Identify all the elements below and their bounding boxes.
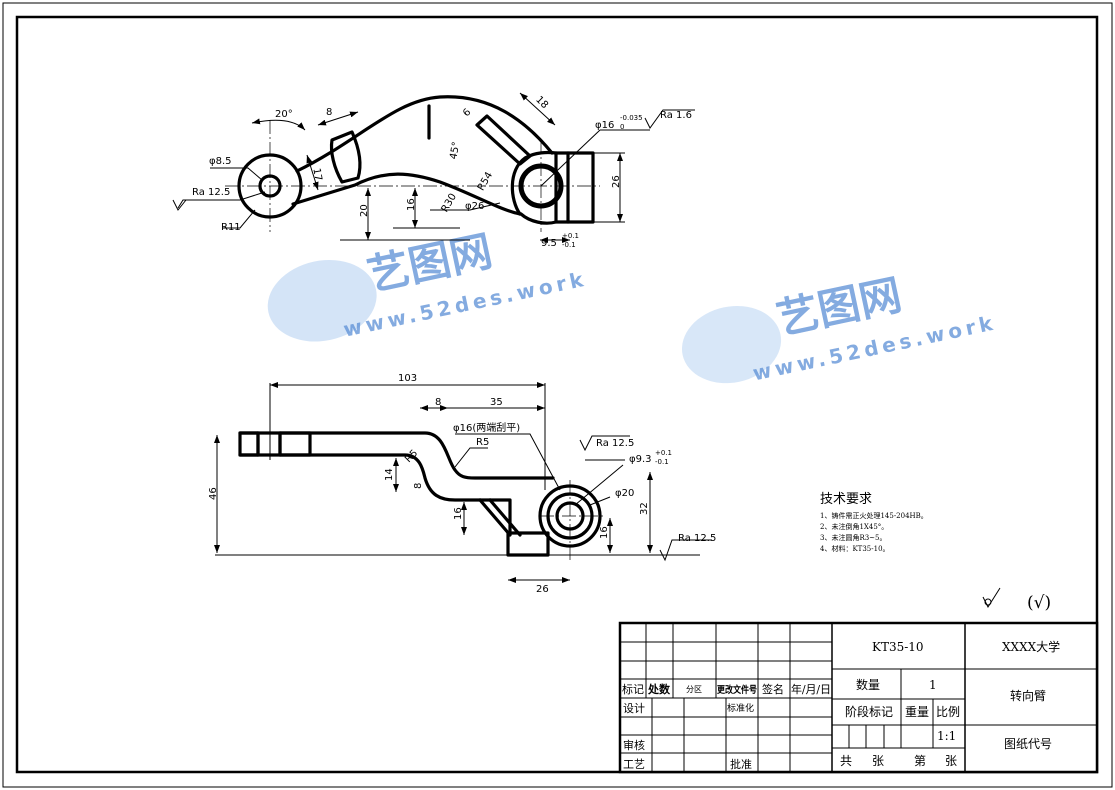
arm-section: [329, 130, 362, 184]
header-zone: 分区: [686, 685, 702, 694]
left-hole: [258, 174, 282, 198]
sheet-label: 张: [945, 754, 957, 768]
dim-20: 20: [359, 204, 370, 217]
header-date: 年/月/日: [791, 682, 831, 696]
dim-26: 26: [611, 175, 622, 188]
tech-item: 4、材料：KT35-10。: [820, 544, 890, 553]
front-view: 103 8 35 φ16(两端刮平) R5 R5 14 8 46 16 Ra 1…: [208, 373, 716, 595]
scale-label: 比例: [936, 705, 960, 719]
dim-angle: 20°: [275, 109, 293, 120]
sheet-label: 张: [872, 754, 884, 768]
dim-14: 14: [384, 468, 395, 481]
header-signature: 签名: [762, 682, 784, 696]
tolerance-lower: 0: [620, 123, 624, 131]
dim-16-b: 16: [599, 526, 610, 539]
tolerance-upper: -0.035: [620, 114, 643, 122]
dim-d8-5: φ8.5: [209, 156, 232, 167]
total-sheets-label: 共: [840, 754, 852, 768]
dim-8-b: 8: [413, 483, 424, 489]
header-count: 处数: [647, 682, 671, 696]
dim-16: 16: [453, 507, 464, 520]
tolerance-upper: +0.1: [562, 232, 579, 240]
dim-d20: φ20: [615, 488, 634, 499]
tech-title: 技术要求: [820, 492, 872, 507]
header-change-doc: 更改文件号: [717, 684, 757, 696]
tech-item: 2、未注倒角1X45°。: [820, 522, 888, 531]
tech-item: 1、铸件需正火处理145-204HB。: [820, 511, 928, 520]
title-block: 标记 处数 分区 更改文件号 签名 年/月/日 设计 标准化 审核 工艺 批准 …: [618, 621, 1099, 774]
drawing-frame: [15, 15, 1099, 774]
dim-d16: φ16: [595, 120, 614, 131]
technical-requirements: 技术要求 1、铸件需正火处理145-204HB。 2、未注倒角1X45°。 3、…: [820, 492, 928, 553]
arm-lower-edge: [291, 172, 522, 216]
dim-16: 16: [406, 198, 417, 211]
scale-value: 1:1: [937, 729, 956, 743]
general-surface-symbol: (√): [982, 587, 1051, 613]
roughness-label: Ra 12.5: [192, 187, 230, 198]
dim-8: 8: [326, 107, 332, 118]
label-design: 设计: [623, 702, 645, 715]
quantity-label: 数量: [856, 677, 880, 692]
stage-label: 阶段标记: [845, 704, 893, 719]
watermark: 艺图网 www.52des.work: [267, 226, 589, 342]
dim-26: 26: [536, 584, 549, 595]
dim-32: 32: [639, 502, 650, 515]
top-view: 20° 8 φ8.5 Ra 12.5 R11 17 20 16 R30 R54 …: [172, 92, 695, 249]
dim-35: 35: [490, 397, 503, 408]
dim-r5: R5: [476, 437, 489, 448]
section-hatch: [554, 151, 595, 224]
surface-symbol-other: (√): [1027, 593, 1051, 613]
dim-46: 46: [208, 487, 219, 500]
roughness-label: Ra 12.5: [596, 438, 634, 449]
tolerance-upper: +0.1: [655, 449, 672, 457]
watermark-2: 艺图网 www.52des.work: [681, 270, 998, 385]
part-name: 转向臂: [1010, 688, 1046, 703]
dim-r11: R11: [221, 222, 241, 233]
dim-17: 17: [310, 167, 323, 181]
school-name: XXXX大学: [1002, 639, 1060, 654]
label-process: 工艺: [623, 758, 645, 771]
dim-18: 18: [533, 94, 550, 111]
weight-label: 重量: [905, 705, 929, 719]
tolerance-lower: -0.1: [562, 241, 576, 249]
left-boss: [237, 153, 303, 219]
quantity-value: 1: [929, 678, 937, 692]
dim-9-5: 9.5: [541, 238, 557, 249]
right-hole: [518, 163, 564, 209]
drawing-number-label: 图纸代号: [1004, 737, 1052, 751]
label-standardization: 标准化: [727, 702, 754, 714]
dim-103: 103: [398, 373, 417, 384]
roughness-label: Ra 12.5: [678, 533, 716, 544]
tech-item: 3、未注圆角R3~5。: [820, 533, 887, 542]
label-approve: 批准: [730, 757, 752, 771]
dim-45deg: 45°: [448, 141, 462, 160]
roughness-ra16: Ra 1.6: [660, 110, 692, 121]
label-review: 审核: [623, 738, 645, 752]
dim-8: 8: [435, 397, 441, 408]
tolerance-lower: -0.1: [655, 458, 669, 466]
header-mark: 标记: [622, 682, 644, 696]
sheet-number-label: 第: [914, 754, 926, 768]
dim-6: 6: [461, 107, 473, 119]
dim-d16-note: φ16(两端刮平): [453, 421, 520, 434]
part-code: KT35-10: [872, 640, 924, 654]
dim-d26: φ26: [465, 201, 484, 212]
dim-r30: R30: [440, 192, 459, 215]
dim-r54: R54: [476, 170, 495, 193]
dim-d9-3: φ9.3: [629, 454, 652, 465]
